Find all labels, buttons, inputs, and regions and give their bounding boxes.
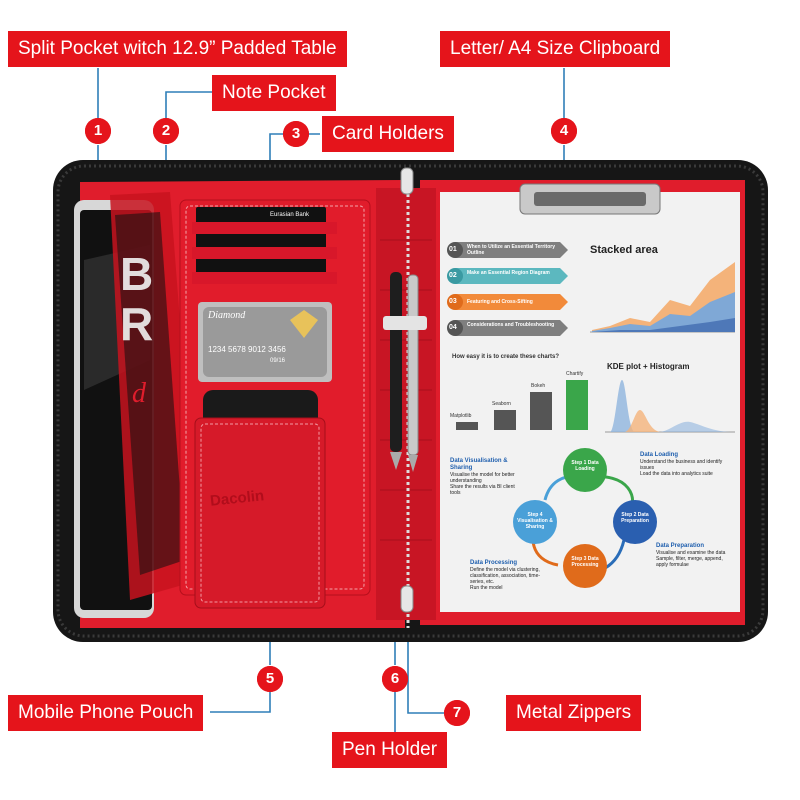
svg-text:R: R xyxy=(120,298,153,350)
stacked-area-title: Stacked area xyxy=(590,244,658,256)
svg-text:B: B xyxy=(120,248,153,300)
block-processing-item-1: Define the model via clustering, classif… xyxy=(470,567,541,585)
cycle-step-3: Step 3 Data Processing xyxy=(571,556,599,568)
kde-title: KDE plot + Histogram xyxy=(607,362,690,371)
callout-number-4: 4 xyxy=(551,118,577,144)
callout-label-note-pocket: Note Pocket xyxy=(212,75,336,111)
card-expiry: 09/16 xyxy=(270,358,286,364)
callout-label-phone-pouch: Mobile Phone Pouch xyxy=(8,695,204,731)
step-text-3: Featuring and Cross-Sifting xyxy=(467,299,533,305)
step-num-3: 03 xyxy=(449,298,457,305)
pen-holder xyxy=(383,272,427,472)
cycle-step-4: Step 4 Visualisation & Sharing xyxy=(517,512,553,530)
block-preparation-title: Data Preparation xyxy=(656,543,705,549)
step-text-4: Considerations and Troubleshooting xyxy=(467,322,555,328)
step-num-1: 01 xyxy=(449,246,457,253)
leader-line-2 xyxy=(165,91,212,118)
cycle-diagram xyxy=(513,448,657,588)
card-number: 1234 5678 9012 3456 xyxy=(208,345,286,354)
block-loading: Data Loading Understand the business and… xyxy=(640,452,728,477)
block-preparation-item-1: Visualise and examine the data xyxy=(656,550,726,556)
block-visualisation-item-1: Visualise the model for better understan… xyxy=(450,472,515,484)
bar-label-seaborn: Seaborn xyxy=(492,401,511,407)
block-visualisation: Data Visualisation & Sharing Visualise t… xyxy=(450,458,522,496)
step-num-2: 02 xyxy=(449,272,457,279)
callout-number-6: 6 xyxy=(382,666,408,692)
callout-number-7: 7 xyxy=(444,700,470,726)
charts-question: How easy it is to create these charts? xyxy=(452,354,560,360)
block-preparation-item-2: Sample, filter, merge, append, apply for… xyxy=(656,556,723,568)
block-visualisation-title: Data Visualisation & Sharing xyxy=(450,458,508,471)
bar-label-chartify: Chartify xyxy=(566,371,584,377)
block-loading-item-1: Understand the business and identify iss… xyxy=(640,459,723,471)
svg-text:d: d xyxy=(132,378,147,409)
callout-number-5: 5 xyxy=(257,666,283,692)
callout-number-1: 1 xyxy=(85,118,111,144)
block-processing-item-2: Run the model xyxy=(470,585,503,591)
block-loading-title: Data Loading xyxy=(640,452,679,458)
zipper-pull-top xyxy=(400,167,414,195)
cycle-step-1: Step 1 Data Loading xyxy=(571,460,599,472)
clipboard-sheet xyxy=(440,183,740,612)
bar-label-matplotlib: Matplotlib xyxy=(450,413,472,419)
callout-label-metal-zippers: Metal Zippers xyxy=(506,695,642,731)
callout-number-2: 2 xyxy=(153,118,179,144)
block-processing: Data Processing Define the model via clu… xyxy=(470,560,552,591)
mobile-phone-pouch xyxy=(194,390,326,609)
callout-label-clipboard: Letter/ A4 Size Clipboard xyxy=(440,31,671,67)
leader-line-5b xyxy=(210,692,271,713)
block-processing-title: Data Processing xyxy=(470,560,518,566)
block-visualisation-item-2: Share the results via BI client tools xyxy=(450,484,515,496)
block-loading-item-2: Load the data into analytics suite xyxy=(640,471,713,477)
step-text-2: Make an Essential Region Diagram xyxy=(467,270,550,276)
bar-label-bokeh: Bokeh xyxy=(531,383,546,389)
card-name: Diamond xyxy=(208,310,246,321)
cycle-step-2: Step 2 Data Preparation xyxy=(621,512,649,524)
zipper-pull-bottom xyxy=(400,585,414,613)
step-text-1: When to Utilize an Essential Territory O… xyxy=(467,244,555,256)
card-brand-1: Eurasian Bank xyxy=(270,212,310,218)
block-preparation: Data Preparation Visualise and examine t… xyxy=(656,543,732,568)
step-num-4: 04 xyxy=(449,324,457,331)
callout-label-card-holders: Card Holders xyxy=(322,116,454,152)
callout-number-3: 3 xyxy=(283,121,309,147)
callout-label-pen-holder: Pen Holder xyxy=(332,732,448,768)
callout-label-split-pocket: Split Pocket witch 12.9” Padded Table xyxy=(8,31,347,67)
